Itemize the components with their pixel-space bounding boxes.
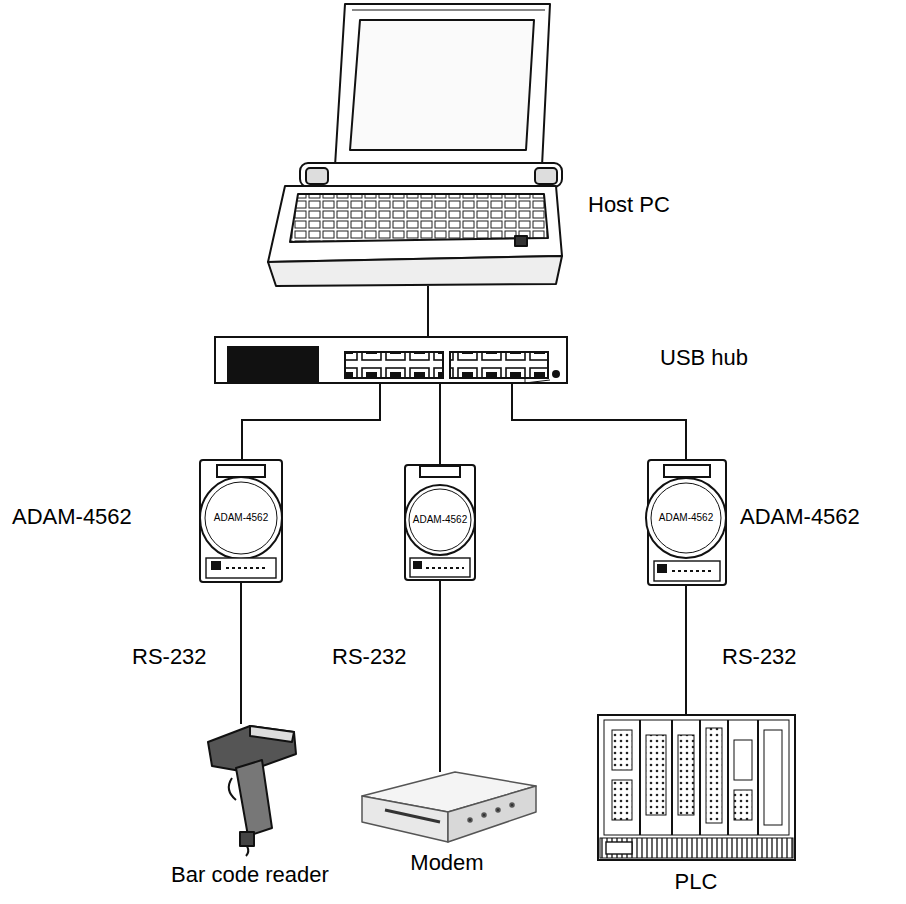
cable (685, 585, 687, 715)
link-label: RS-232 (330, 644, 409, 669)
adam-module (405, 465, 475, 580)
device-label: Bar code reader (171, 862, 329, 887)
plc: PLC (598, 715, 795, 897)
modem (362, 772, 536, 842)
adam-module (200, 460, 282, 582)
usb-hub: USB hub (215, 337, 567, 383)
adam-module: ADAM-4562 (405, 465, 475, 580)
usb-hub (215, 337, 567, 383)
cable (439, 580, 441, 772)
barcode-reader: Bar code reader (150, 724, 350, 892)
plc-rack (598, 715, 795, 860)
module-face-label: ADAM-4562 (659, 512, 713, 524)
link-label: RS-232 (130, 644, 209, 669)
host-pc: Host PC (268, 0, 560, 286)
cable (439, 383, 441, 465)
laptop (268, 4, 562, 286)
adam-module (646, 460, 726, 585)
barcode-reader (208, 726, 296, 856)
cable (427, 286, 429, 337)
cable (512, 383, 686, 460)
module-label: ADAM-4562 (12, 504, 132, 529)
cable (240, 582, 242, 724)
adam-module: ADAM-4562ADAM-4562 (200, 460, 282, 582)
adam-module: ADAM-4562ADAM-4562 (648, 460, 726, 585)
device-label: PLC (675, 869, 718, 894)
module-face-label: ADAM-4562 (413, 514, 467, 526)
device-label: Modem (410, 850, 483, 875)
device-label: Host PC (588, 192, 670, 217)
device-label: USB hub (660, 345, 748, 370)
link-label: RS-232 (720, 644, 799, 669)
module-label: ADAM-4562 (740, 504, 860, 529)
module-face-label: ADAM-4562 (214, 512, 268, 524)
cable (242, 383, 380, 460)
modem: Modem (355, 772, 540, 882)
